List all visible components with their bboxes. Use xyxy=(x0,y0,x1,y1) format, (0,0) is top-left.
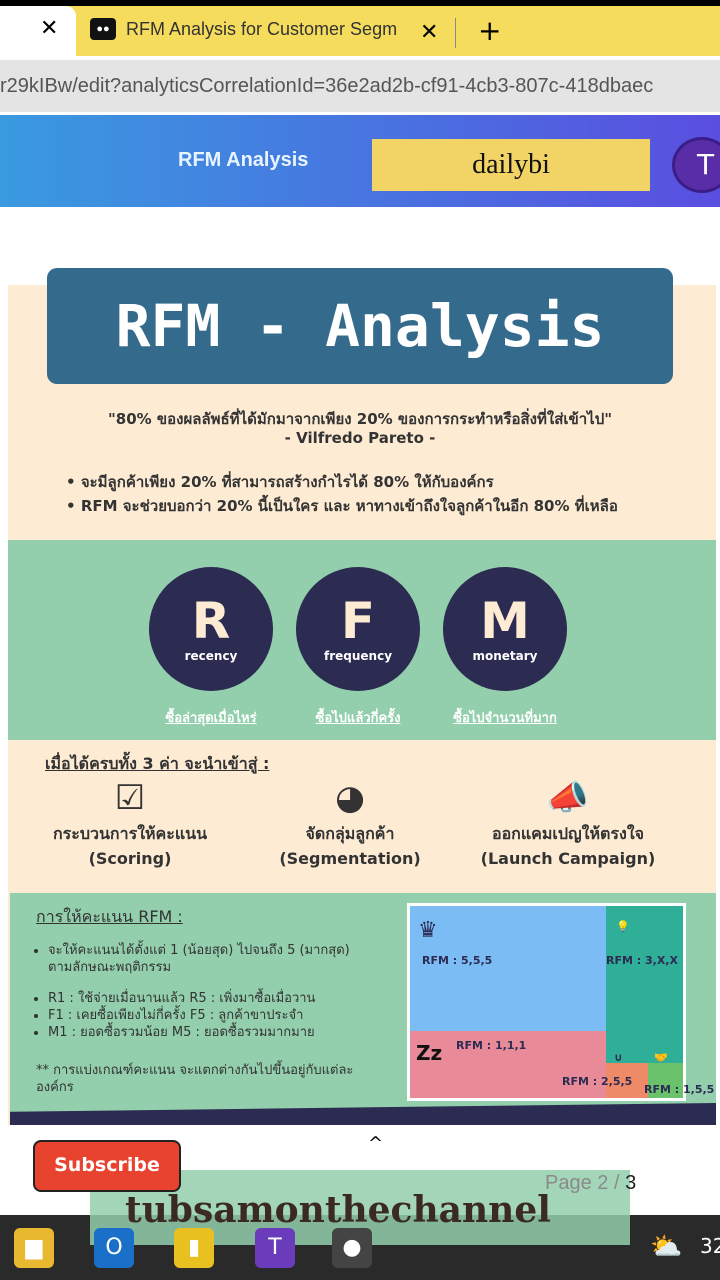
tab-divider xyxy=(455,18,456,48)
tile-loyal: 🤝RFM : 1,5,5 xyxy=(644,1051,715,1098)
dailybi-tape: dailybi xyxy=(372,139,650,191)
subscribe-button[interactable]: Subscribe xyxy=(33,1140,181,1192)
scoring-item: F1 : เคยซื้อเพียงไม่กี่ครั้ง F5 : ลูกค้า… xyxy=(48,1007,378,1024)
temperature: 32 xyxy=(700,1234,720,1258)
channel-name: tubsamonthechannel xyxy=(125,1189,551,1231)
address-bar[interactable]: r29kIBw/edit?analyticsCorrelationId=36e2… xyxy=(0,60,720,112)
crown-icon: ♛ xyxy=(418,918,438,943)
scoring-item: M1 : ยอดซื้อรวมน้อย M5 : ยอดซื้อรวมมากมา… xyxy=(48,1024,378,1041)
close-icon[interactable]: ✕ xyxy=(40,16,59,41)
magnet-icon: ∪ xyxy=(614,1051,623,1064)
powerbi-icon[interactable]: ▮ xyxy=(174,1228,214,1268)
page-indicator: Page 2 / 3 xyxy=(545,1172,637,1194)
app-header: RFM Analysis dailybi T xyxy=(0,115,720,207)
scoring-item: R1 : ใช้จ่ายเมื่อนานแล้ว R5 : เพิ่งมาซื้… xyxy=(48,990,378,1007)
tab-title: RFM Analysis for Customer Segm xyxy=(126,18,398,39)
steps-intro: เมื่อได้ครบทั้ง 3 ค่า จะนำเข้าสู่ : xyxy=(45,754,270,773)
step-campaign: 📣ออกแคมเปญให้ตรงใจ(Launch Campaign) xyxy=(458,775,678,871)
step-scoring: ☑กระบวนการให้คะแนน(Scoring) xyxy=(20,775,240,871)
scoring-icon: ☑ xyxy=(114,778,146,818)
close-icon[interactable]: ✕ xyxy=(420,20,439,45)
top-edge xyxy=(0,0,720,6)
teams-icon[interactable]: T xyxy=(255,1228,295,1268)
bullet-item: • RFM จะช่วยบอกว่า 20% นี้เป็นใคร และ หา… xyxy=(66,497,618,515)
tab-active[interactable]: ●● RFM Analysis for Customer Segm xyxy=(90,18,397,40)
outlook-icon[interactable]: O xyxy=(94,1228,134,1268)
handshake-icon: 🤝 xyxy=(654,1051,668,1064)
step-segmentation: ◕จัดกลุ่มลูกค้า(Segmentation) xyxy=(240,775,460,871)
slide-title: RFM - Analysis xyxy=(47,268,673,384)
monetary-caption: ซื้อไปจำนวนที่มาก xyxy=(453,711,557,726)
header-title: RFM Analysis xyxy=(178,149,309,171)
medium-logo-icon: ●● xyxy=(90,18,116,40)
tab-bar: ✕ ●● RFM Analysis for Customer Segm ✕ + xyxy=(0,6,720,56)
tile-potential: 💡RFM : 3,X,X xyxy=(606,906,683,1063)
recency-caption: ซื้อล่าสุดเมื่อไหร่ xyxy=(165,711,257,726)
scoring-note: ** การแบ่งเกณฑ์คะแนน จะแตกต่างกันไปขึ้นอ… xyxy=(36,1063,354,1095)
pareto-quote: "80% ของผลลัพธ์ที่ได้มักมาจากเพียง 20% ข… xyxy=(0,410,720,448)
avatar[interactable]: T xyxy=(672,137,720,193)
new-tab-button[interactable]: + xyxy=(478,14,502,47)
weather-icon[interactable]: ⛅ xyxy=(650,1232,683,1262)
recorder-icon[interactable]: ● xyxy=(332,1228,372,1268)
file-explorer-icon[interactable]: ▆ xyxy=(14,1228,54,1268)
sleep-icon: Zz xyxy=(416,1041,443,1065)
bulb-icon: 💡 xyxy=(616,920,630,933)
scoring-list: จะให้คะแนนได้ตั้งแต่ 1 (น้อยสุด) ไปจนถึง… xyxy=(48,942,378,1041)
segmentation-icon: ◕ xyxy=(335,778,365,818)
scoring-title: การให้คะแนน RFM : xyxy=(36,907,183,926)
frequency-caption: ซื้อไปแล้วกี่ครั้ง xyxy=(315,711,401,726)
tile-at-risk: ∪RFM : 2,5,5 xyxy=(562,1051,648,1098)
quote-author: - Vilfredo Pareto - xyxy=(284,429,436,447)
bullet-item: • จะมีลูกค้าเพียง 20% ที่สามารถสร้างกำไร… xyxy=(66,473,494,491)
chevron-up-icon[interactable]: ^ xyxy=(368,1133,384,1154)
tab-previous[interactable]: ✕ xyxy=(0,6,76,56)
tile-champions: ♛RFM : 5,5,5 xyxy=(410,906,606,1031)
scoring-item: จะให้คะแนนได้ตั้งแต่ 1 (น้อยสุด) ไปจนถึง… xyxy=(48,942,378,976)
quote-text: "80% ของผลลัพธ์ที่ได้มักมาจากเพียง 20% ข… xyxy=(107,410,613,428)
pareto-bullets: • จะมีลูกค้าเพียง 20% ที่สามารถสร้างกำไร… xyxy=(66,470,618,518)
campaign-icon: 📣 xyxy=(546,778,590,818)
